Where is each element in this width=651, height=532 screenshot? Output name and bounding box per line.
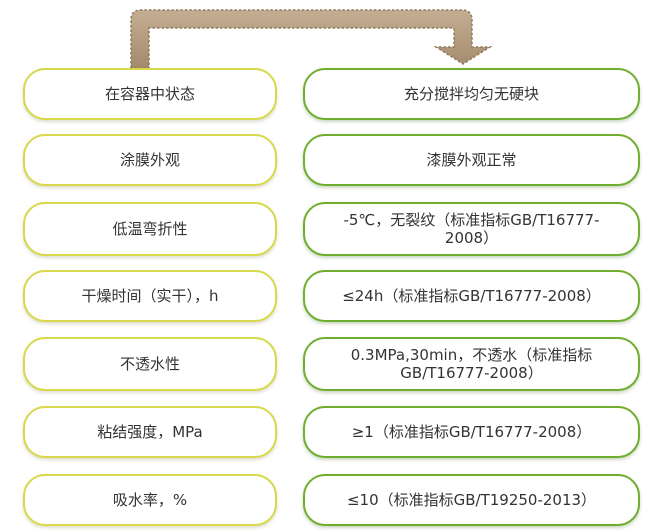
property-label: 在容器中状态 — [104, 85, 195, 103]
value-box-bond-strength: ≥1（标准指标GB/T16777-2008） — [303, 406, 640, 458]
value-label: -5℃，无裂纹（标准指标GB/T16777-2008） — [343, 211, 600, 247]
property-box-impermeability: 不透水性 — [23, 337, 277, 391]
property-label: 不透水性 — [119, 355, 180, 373]
value-label: ≤10（标准指标GB/T19250-2013） — [346, 491, 597, 509]
value-box-impermeability: 0.3MPa,30min，不透水（标准指标GB/T16777-2008） — [303, 337, 640, 391]
property-label: 干燥时间（实干），h — [81, 287, 219, 305]
value-box-low-temp-flexibility: -5℃，无裂纹（标准指标GB/T16777-2008） — [303, 202, 640, 256]
value-label: 充分搅拌均匀无硬块 — [403, 85, 539, 103]
property-box-drying-time: 干燥时间（实干），h — [23, 270, 277, 322]
value-box-water-absorption: ≤10（标准指标GB/T19250-2013） — [303, 474, 640, 526]
property-box-bond-strength: 粘结强度，MPa — [23, 406, 277, 458]
property-label: 吸水率，% — [112, 491, 188, 509]
value-label: 0.3MPa,30min，不透水（标准指标GB/T16777-2008） — [350, 346, 593, 382]
value-label: 漆膜外观正常 — [426, 151, 517, 169]
value-box-container-state: 充分搅拌均匀无硬块 — [303, 68, 640, 120]
value-box-drying-time: ≤24h（标准指标GB/T16777-2008） — [303, 270, 640, 322]
property-label: 涂膜外观 — [119, 151, 180, 169]
value-label: ≥1（标准指标GB/T16777-2008） — [351, 423, 592, 441]
property-label: 粘结强度，MPa — [97, 423, 203, 441]
value-label: ≤24h（标准指标GB/T16777-2008） — [342, 287, 601, 305]
arrow-connector-icon — [130, 9, 493, 69]
property-box-water-absorption: 吸水率，% — [23, 474, 277, 526]
property-label: 低温弯折性 — [112, 220, 188, 238]
property-box-film-appearance: 涂膜外观 — [23, 134, 277, 186]
value-box-film-appearance: 漆膜外观正常 — [303, 134, 640, 186]
property-box-low-temp-flexibility: 低温弯折性 — [23, 202, 277, 256]
property-box-container-state: 在容器中状态 — [23, 68, 277, 120]
